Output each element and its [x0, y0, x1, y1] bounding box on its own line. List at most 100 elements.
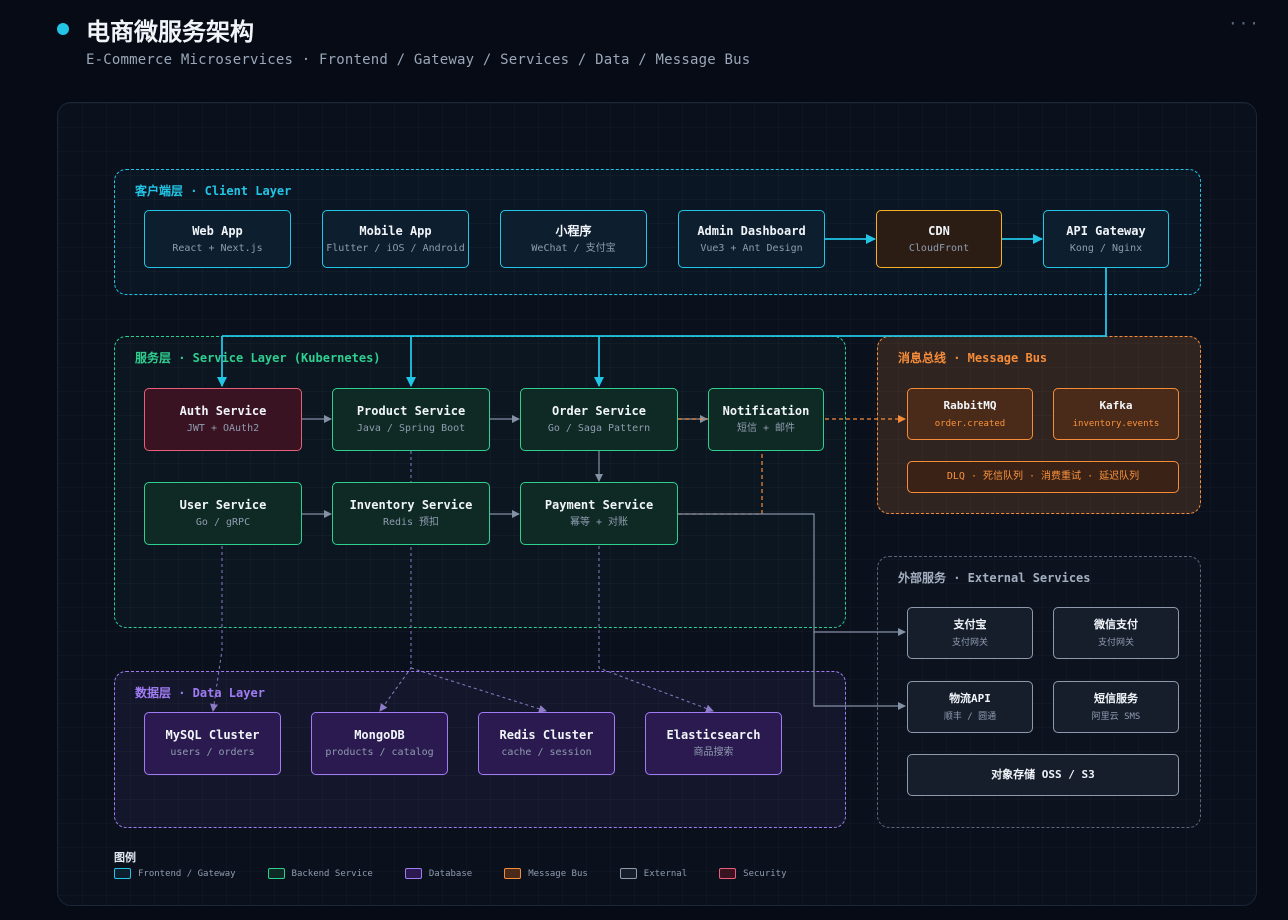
node-subtitle: users / orders	[170, 747, 255, 758]
legend-label: Frontend / Gateway	[138, 868, 236, 879]
product-service-node[interactable]: Product Service Java / Spring Boot	[332, 388, 490, 451]
node-subtitle: Go / gRPC	[195, 517, 251, 528]
legend-label: Database	[428, 868, 473, 879]
header-dot	[57, 23, 69, 35]
legend-swatch	[619, 868, 637, 879]
legend-item-security: Security	[719, 868, 787, 879]
notification-node[interactable]: Notification 短信 + 邮件	[708, 388, 824, 451]
edge-inventory-redis	[410, 667, 547, 713]
elasticsearch-node[interactable]: Elasticsearch 商品搜索	[645, 712, 782, 775]
node-title: Redis Cluster	[499, 728, 594, 742]
node-subtitle: JWT + OAuth2	[186, 423, 260, 434]
mobile-app-node[interactable]: Mobile App Flutter / iOS / Android	[322, 210, 469, 268]
legend-item-frontend: Frontend / Gateway	[114, 868, 236, 879]
edge-user-mysql	[210, 546, 223, 712]
node-title: Notification	[722, 404, 810, 418]
node-title: 微信支付	[1094, 617, 1138, 631]
web-app-node[interactable]: Web App React + Next.js	[144, 210, 291, 268]
legend-swatch	[404, 868, 422, 879]
node-subtitle: cache / session	[501, 747, 592, 758]
mysql-cluster-node[interactable]: MySQL Cluster users / orders	[144, 712, 281, 775]
legend: Frontend / Gateway Backend Service Datab…	[114, 868, 819, 879]
admin-dashboard-node[interactable]: Admin Dashboard Vue3 + Ant Design	[678, 210, 825, 268]
node-title: Admin Dashboard	[697, 223, 806, 238]
legend-label: Backend Service	[291, 868, 373, 879]
alipay-node[interactable]: 支付宝 支付网关	[907, 607, 1033, 659]
page-title: 电商微服务架构	[86, 17, 254, 46]
dlq-node[interactable]: DLQ · 死信队列 · 消费重试 · 延迟队列	[907, 461, 1179, 493]
order-service-node[interactable]: Order Service Go / Saga Pattern	[520, 388, 678, 451]
sms-service-node[interactable]: 短信服务 阿里云 SMS	[1053, 681, 1179, 733]
node-subtitle: inventory.events	[1072, 418, 1160, 429]
page-subtitle: E-Commerce Microservices · Frontend / Ga…	[86, 52, 751, 68]
node-title: User Service	[179, 498, 267, 512]
logistics-api-node[interactable]: 物流API 顺丰 / 圆通	[907, 681, 1033, 733]
legend-item-database: Database	[404, 868, 473, 879]
oss-node[interactable]: 对象存储 OSS / S3	[907, 754, 1179, 796]
edge-gateway-bus	[222, 268, 1107, 337]
legend-item-message-bus: Message Bus	[504, 868, 588, 879]
data-layer-label: 数据层 · Data Layer	[135, 686, 265, 700]
node-subtitle: 幂等 + 对账	[569, 517, 629, 528]
legend-label: External	[643, 868, 688, 879]
service-layer-label: 服务层 · Service Layer (Kubernetes)	[135, 351, 381, 365]
node-subtitle: Vue3 + Ant Design	[700, 242, 803, 254]
rabbitmq-node[interactable]: RabbitMQ order.created	[907, 388, 1033, 440]
node-subtitle: Kong / Nginx	[1069, 242, 1143, 254]
node-title: Auth Service	[179, 404, 267, 418]
client-layer-label: 客户端层 · Client Layer	[135, 184, 292, 198]
legend-label: Security	[743, 868, 787, 879]
user-service-node[interactable]: User Service Go / gRPC	[144, 482, 302, 545]
node-title: Inventory Service	[349, 498, 473, 512]
node-subtitle: products / catalog	[325, 747, 434, 758]
node-title: Mobile App	[359, 223, 432, 238]
node-subtitle: order.created	[934, 418, 1006, 429]
cdn-node[interactable]: CDN CloudFront	[876, 210, 1002, 268]
node-subtitle: Flutter / iOS / Android	[326, 242, 465, 254]
node-subtitle: Redis 预扣	[382, 517, 440, 528]
legend-item-external: External	[619, 868, 688, 879]
legend-swatch	[719, 868, 737, 879]
node-subtitle: 短信 + 邮件	[736, 423, 796, 434]
mongodb-node[interactable]: MongoDB products / catalog	[311, 712, 448, 775]
miniapp-node[interactable]: 小程序 WeChat / 支付宝	[500, 210, 647, 268]
more-menu-icon[interactable]: ···	[1228, 14, 1260, 33]
legend-title: 图例	[114, 851, 136, 864]
node-subtitle: React + Next.js	[172, 242, 263, 254]
external-layer: 外部服务 · External Services	[877, 556, 1201, 828]
node-title: 小程序	[555, 223, 592, 238]
node-subtitle: 支付网关	[951, 637, 988, 648]
inventory-service-node[interactable]: Inventory Service Redis 预扣	[332, 482, 490, 545]
node-title: Product Service	[356, 404, 466, 418]
payment-service-node[interactable]: Payment Service 幂等 + 对账	[520, 482, 678, 545]
legend-swatch	[504, 868, 522, 879]
node-title: 支付宝	[953, 617, 987, 631]
node-subtitle: CloudFront	[908, 242, 970, 254]
node-subtitle: 阿里云 SMS	[1091, 711, 1141, 722]
legend-swatch	[267, 868, 285, 879]
edge-payment-logistics	[813, 632, 906, 710]
node-title: MySQL Cluster	[165, 728, 260, 742]
wechat-pay-node[interactable]: 微信支付 支付网关	[1053, 607, 1179, 659]
node-title: Payment Service	[544, 498, 654, 512]
node-subtitle: 支付网关	[1097, 637, 1134, 648]
node-title: 对象存储 OSS / S3	[991, 768, 1095, 781]
legend-item-backend: Backend Service	[267, 868, 373, 879]
node-title: Web App	[192, 223, 243, 238]
auth-service-node[interactable]: Auth Service JWT + OAuth2	[144, 388, 302, 451]
node-title: MongoDB	[354, 728, 405, 742]
api-gateway-node[interactable]: API Gateway Kong / Nginx	[1043, 210, 1169, 268]
kafka-node[interactable]: Kafka inventory.events	[1053, 388, 1179, 440]
external-layer-label: 外部服务 · External Services	[898, 571, 1091, 585]
bus-layer-label: 消息总线 · Message Bus	[898, 351, 1048, 365]
node-title: API Gateway	[1066, 223, 1146, 238]
redis-cluster-node[interactable]: Redis Cluster cache / session	[478, 712, 615, 775]
node-subtitle: Go / Saga Pattern	[547, 423, 651, 434]
node-subtitle: 顺丰 / 圆通	[943, 711, 997, 722]
edge-payment-alipay	[678, 513, 906, 636]
node-subtitle: Java / Spring Boot	[356, 423, 466, 434]
node-title: 短信服务	[1094, 691, 1138, 705]
legend-label: Message Bus	[528, 868, 588, 879]
node-title: 物流API	[949, 691, 991, 705]
